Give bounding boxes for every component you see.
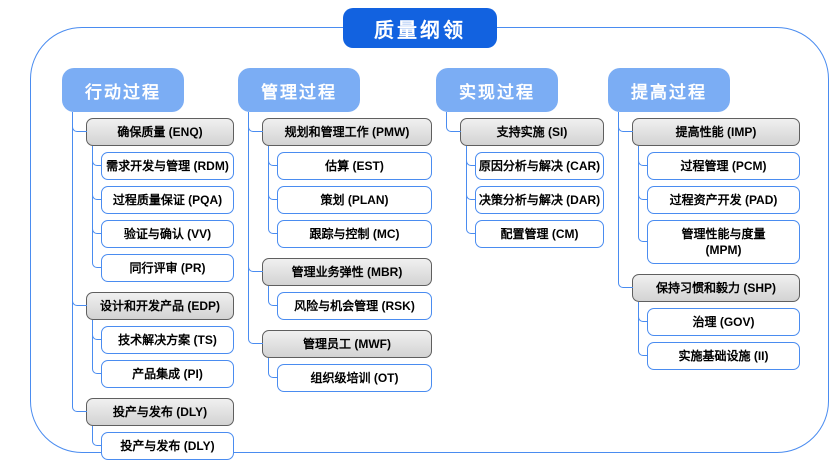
parent-node: 确保质量 (ENQ) xyxy=(72,112,234,146)
column-header: 实现过程 xyxy=(436,68,558,112)
child-node: 技术解决方案 (TS) xyxy=(92,320,234,354)
column-header: 管理过程 xyxy=(238,68,360,112)
parent-node: 保持习惯和毅力 (SHP) xyxy=(618,112,800,302)
tree-group: 提高性能 (IMP) 过程管理 (PCM) 过程资产开发 (PAD) 管理性能与… xyxy=(608,112,804,264)
child-node: 估算 (EST) xyxy=(268,146,432,180)
child-node: 治理 (GOV) xyxy=(638,302,800,336)
child-node: 策划 (PLAN) xyxy=(268,146,432,214)
parent-node: 提高性能 (IMP) xyxy=(618,112,800,146)
parent-node: 管理业务弹性 (MBR) xyxy=(248,112,432,286)
child-node: 过程资产开发 (PAD) xyxy=(638,146,800,214)
tree-group: 支持实施 (SI) 原因分析与解决 (CAR) 决策分析与解决 (DAR) 配置… xyxy=(436,112,608,248)
tree-group: 规划和管理工作 (PMW) 估算 (EST) 策划 (PLAN) 跟踪与控制 (… xyxy=(238,112,436,248)
diagram-title: 质量纲领 xyxy=(343,8,497,48)
tree-group: 确保质量 (ENQ) 需求开发与管理 (RDM) 过程质量保证 (PQA) 验证… xyxy=(62,112,238,282)
child-node: 决策分析与解决 (DAR) xyxy=(466,146,604,214)
child-node: 风险与机会管理 (RSK) xyxy=(268,286,432,320)
parent-node: 支持实施 (SI) xyxy=(446,112,604,146)
child-node: 配置管理 (CM) xyxy=(466,146,604,248)
child-node: 需求开发与管理 (RDM) xyxy=(92,146,234,180)
child-node: 原因分析与解决 (CAR) xyxy=(466,146,604,180)
tree-group: 管理业务弹性 (MBR) 风险与机会管理 (RSK) xyxy=(238,112,436,320)
child-node: 管理性能与度量 (MPM) xyxy=(638,146,800,264)
column-header: 提高过程 xyxy=(608,68,730,112)
column-implementation-process: 实现过程 支持实施 (SI) 原因分析与解决 (CAR) 决策分析与解决 (DA… xyxy=(436,68,608,460)
column-management-process: 管理过程 规划和管理工作 (PMW) 估算 (EST) 策划 (PLAN) 跟踪… xyxy=(238,68,436,460)
parent-node: 规划和管理工作 (PMW) xyxy=(248,112,432,146)
child-node: 跟踪与控制 (MC) xyxy=(268,146,432,248)
column-header: 行动过程 xyxy=(62,68,184,112)
process-columns: 行动过程 确保质量 (ENQ) 需求开发与管理 (RDM) 过程质量保证 (PQ… xyxy=(62,68,804,460)
child-node: 产品集成 (PI) xyxy=(92,320,234,388)
child-node: 同行评审 (PR) xyxy=(92,146,234,282)
tree-group: 设计和开发产品 (EDP) 技术解决方案 (TS) 产品集成 (PI) xyxy=(62,112,238,388)
child-node: 组织级培训 (OT) xyxy=(268,358,432,392)
tree-group: 投产与发布 (DLY) 投产与发布 (DLY) xyxy=(62,112,238,460)
tree-group: 保持习惯和毅力 (SHP) 治理 (GOV) 实施基础设施 (II) xyxy=(608,112,804,370)
parent-node: 管理员工 (MWF) xyxy=(248,112,432,358)
column-action-process: 行动过程 确保质量 (ENQ) 需求开发与管理 (RDM) 过程质量保证 (PQ… xyxy=(62,68,238,460)
child-node: 实施基础设施 (II) xyxy=(638,302,800,370)
child-node: 过程质量保证 (PQA) xyxy=(92,146,234,214)
child-node: 投产与发布 (DLY) xyxy=(92,426,234,460)
child-node: 验证与确认 (VV) xyxy=(92,146,234,248)
parent-node: 设计和开发产品 (EDP) xyxy=(72,112,234,320)
tree-group: 管理员工 (MWF) 组织级培训 (OT) xyxy=(238,112,436,392)
child-node: 过程管理 (PCM) xyxy=(638,146,800,180)
column-improvement-process: 提高过程 提高性能 (IMP) 过程管理 (PCM) 过程资产开发 (PAD) … xyxy=(608,68,804,460)
parent-node: 投产与发布 (DLY) xyxy=(72,112,234,426)
